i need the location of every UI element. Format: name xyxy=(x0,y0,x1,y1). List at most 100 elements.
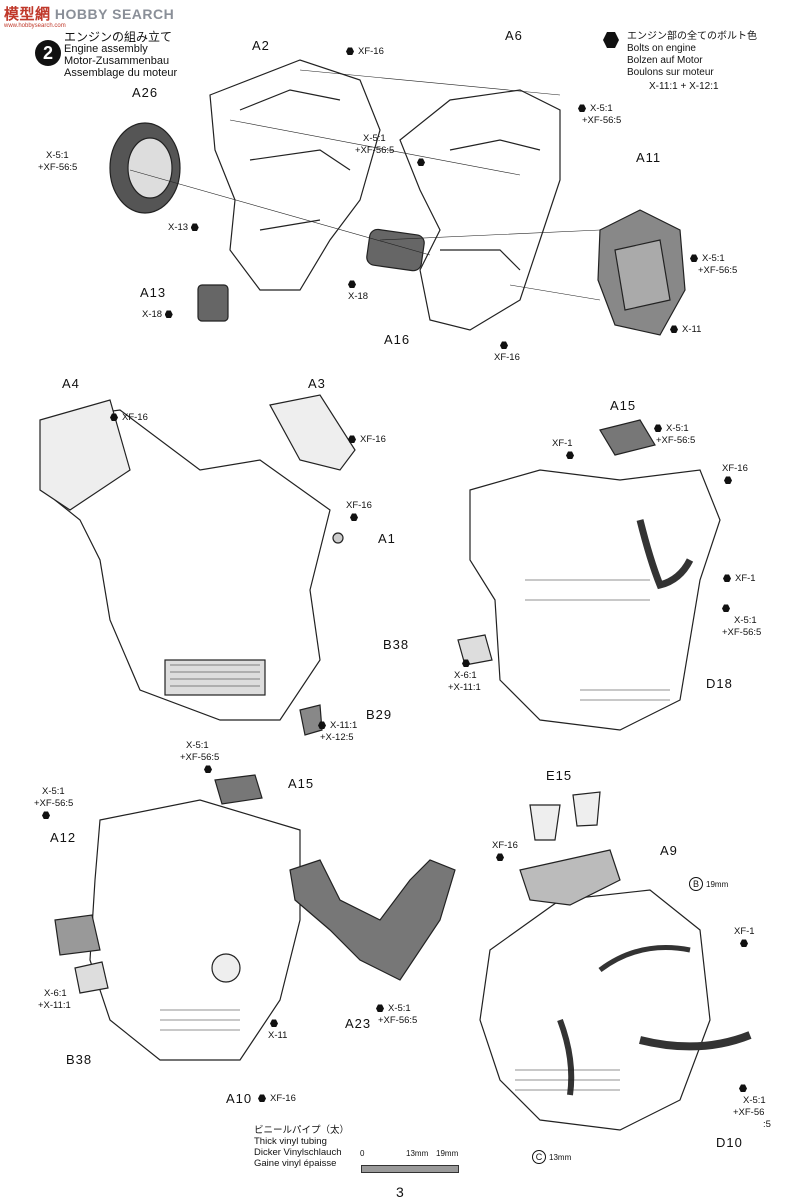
paint-callout-a26: X-5:1+XF-56:5 xyxy=(38,150,77,174)
bolt-icon xyxy=(42,811,50,820)
bolt-icon xyxy=(417,158,425,167)
part-label-a23: A23 xyxy=(345,1016,372,1031)
paint-callout-x18-a16: X-18 xyxy=(348,279,368,303)
paint-callout-a6: X-5:1+XF-56:5 xyxy=(578,103,621,127)
bolt-icon xyxy=(110,413,118,422)
intake-e15-left-drawing xyxy=(529,804,561,841)
bolt-icon xyxy=(578,104,586,113)
paint-callout-a11: X-5:1+XF-56:5 xyxy=(690,253,737,277)
page-number: 3 xyxy=(396,1184,404,1200)
paint-code: XF-16 xyxy=(494,352,520,363)
part-label-a13: A13 xyxy=(140,285,167,300)
paint-code: X-13 xyxy=(168,222,189,233)
tubing-fr: Gaine vinyl épaisse xyxy=(254,1158,337,1169)
watermark: 模型網 HOBBY SEARCH xyxy=(4,3,174,24)
paint-code: +XF-56:5 xyxy=(38,162,78,173)
hose-b-drawing xyxy=(598,945,691,973)
paint-code: XF-16 xyxy=(346,500,372,511)
paint-code: X-18 xyxy=(142,309,163,320)
head-cover-a4-drawing xyxy=(39,399,131,511)
crankcase-a6-drawing xyxy=(399,89,561,331)
tubing-scale-0: 0 xyxy=(360,1149,365,1158)
bolt-icon xyxy=(670,325,678,334)
bolt-icon xyxy=(164,310,173,319)
paint-code: XF-16 xyxy=(358,46,384,57)
paint-callout-xf16-a2: XF-16 xyxy=(346,46,384,58)
paint-code: +XF-56:5 xyxy=(656,435,696,446)
plate-a15-right-drawing xyxy=(599,419,656,456)
bolt-icon xyxy=(724,476,732,485)
part-label-a26: A26 xyxy=(132,85,159,100)
paint-code: :5 xyxy=(763,1119,771,1130)
paint-callout-b38-right: X-6:1+X-11:1 xyxy=(448,658,481,694)
part-label-b38-right: B38 xyxy=(383,637,410,652)
part-label-a10: A10 xyxy=(226,1091,253,1106)
paint-callout-xf1-right: XF-1 xyxy=(723,573,756,585)
bolt-legend: エンジン部の全てのボルト色 Bolts on engine Bolzen auf… xyxy=(627,31,757,93)
paint-callout-x13: X-13 xyxy=(168,222,203,234)
part-label-d18: D18 xyxy=(706,676,733,691)
paint-code: +XF-56:5 xyxy=(582,115,622,126)
paint-callout-center: X-5:1+XF-56:5 xyxy=(355,133,429,169)
bolt-icon xyxy=(690,254,698,263)
hose-c-drawing xyxy=(557,1018,575,1096)
paint-code: X-5:1 xyxy=(743,1095,766,1106)
paint-code: X-5:1 xyxy=(590,103,613,114)
paint-callout-d10: X-5:1+XF-56:5 xyxy=(733,1083,771,1131)
paint-code: XF-1 xyxy=(735,573,756,584)
paint-callout-a15-bottom: X-5:1+XF-56:5 xyxy=(180,740,219,776)
bolt-icon xyxy=(566,451,574,460)
plate-b38-bottom-drawing xyxy=(74,961,109,994)
part-label-b29: B29 xyxy=(366,707,393,722)
paint-callout-xf1-d10: XF-1 xyxy=(734,926,755,950)
paint-code: XF-16 xyxy=(360,434,386,445)
paint-code: X-5:1 xyxy=(186,740,209,751)
tubing-legend: ビニールパイプ（太） Thick vinyl tubing Dicker Vin… xyxy=(254,1125,349,1169)
part-label-a15-right: A15 xyxy=(610,398,637,413)
bolt-icon xyxy=(270,1019,278,1028)
watermark-logo: 模型網 xyxy=(4,6,51,23)
hose-d10-drawing xyxy=(639,1031,752,1051)
engine-block-bottom-right-drawing xyxy=(479,889,711,1131)
bolt-icon xyxy=(739,1084,747,1093)
plate-a15-bottom-drawing xyxy=(214,774,263,805)
watermark-url: www.hobbysearch.com xyxy=(4,23,66,29)
bolt-icon xyxy=(722,604,730,613)
bracket-a23-drawing xyxy=(289,859,456,981)
paint-callout-a23: X-5:1+XF-56:5 xyxy=(376,1003,417,1027)
paint-code: X-5:1 xyxy=(363,133,386,144)
part-label-a4: A4 xyxy=(62,376,80,391)
part-label-a1: A1 xyxy=(378,531,396,546)
paint-callout-x11-a11: X-11 xyxy=(670,324,701,336)
paint-callout-xf16-bottom: XF-16 xyxy=(494,340,520,364)
bolt-legend-de: Bolzen auf Motor xyxy=(627,55,703,66)
paint-callout-x18-a13: X-18 xyxy=(142,309,177,321)
paint-callout-xf16-right: XF-16 xyxy=(722,463,748,487)
tubing-en: Thick vinyl tubing xyxy=(254,1136,327,1147)
paint-code: +X-11:1 xyxy=(38,1000,71,1011)
paint-callout-x11-bottom: X-11 xyxy=(268,1018,287,1042)
watermark-name: HOBBY SEARCH xyxy=(54,6,175,22)
paint-callout-xf16-a1: XF-16 xyxy=(346,500,372,524)
paint-callout-b29: X-11:1+X-12:5 xyxy=(318,720,357,744)
paint-callout-xf16-a10: XF-16 xyxy=(258,1093,296,1105)
tubing-scale-19: 19mm xyxy=(436,1149,459,1158)
step-title-en: Engine assembly xyxy=(64,43,148,55)
paint-callout-xf16-a9: XF-16 xyxy=(492,840,518,864)
paint-code: +XF-56:5 xyxy=(34,798,74,809)
paint-code: XF-16 xyxy=(270,1093,296,1104)
bolt-icon xyxy=(348,280,356,289)
paint-code: X-5:1 xyxy=(42,786,65,797)
bolt-icon xyxy=(348,435,356,444)
bolt-legend-en: Bolts on engine xyxy=(627,43,696,54)
paint-code: X-11 xyxy=(268,1030,288,1041)
bolt-icon xyxy=(376,1004,384,1013)
bolt-icon xyxy=(258,1094,266,1103)
paint-code: +XF-56:5 xyxy=(722,627,762,638)
paint-code: X-5:1 xyxy=(388,1003,411,1014)
bolt-icon xyxy=(723,574,731,583)
part-label-a2: A2 xyxy=(252,38,270,53)
paint-callout-xf16-a3: XF-16 xyxy=(348,434,386,446)
paint-code: XF-16 xyxy=(122,412,148,423)
hose-d18-drawing xyxy=(636,519,694,590)
